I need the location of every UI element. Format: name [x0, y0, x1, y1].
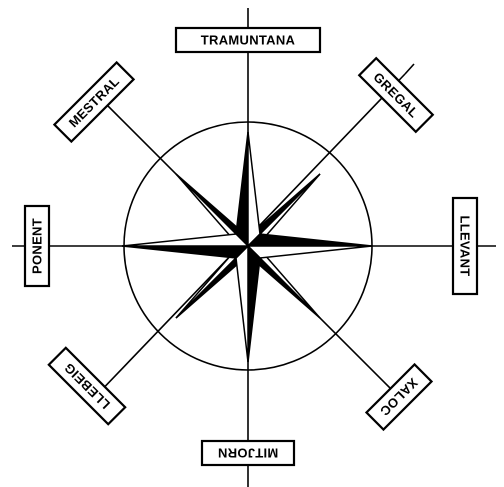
label-east-text: LLEVANT	[458, 215, 473, 276]
label-north-text: TRAMUNTANA	[201, 33, 296, 48]
star-point-east-bottom	[248, 246, 372, 258]
tick-ne	[405, 64, 414, 74]
label-west-text: PONENT	[30, 218, 45, 274]
label-southwest: LLEBEIG	[49, 348, 125, 424]
star-point-south-right	[248, 246, 260, 362]
label-east: LLEVANT	[453, 198, 477, 294]
label-north: TRAMUNTANA	[176, 28, 320, 52]
star-point-north-right	[248, 132, 260, 246]
label-northwest: MESTRAL	[54, 62, 133, 141]
star-point-east-top	[248, 234, 372, 246]
label-south: MITJORN	[202, 441, 294, 465]
star-cardinal-points	[122, 132, 372, 362]
compass-star	[122, 132, 372, 362]
star-point-west-top	[122, 234, 248, 246]
star-point-north-left	[236, 132, 248, 246]
label-northeast: GREGAL	[359, 58, 433, 132]
label-west: PONENT	[25, 206, 49, 286]
label-northwest-text: MESTRAL	[66, 74, 123, 131]
star-point-south-left	[236, 246, 248, 362]
label-south-text: MITJORN	[218, 446, 279, 461]
star-point-west-bottom	[122, 246, 248, 258]
